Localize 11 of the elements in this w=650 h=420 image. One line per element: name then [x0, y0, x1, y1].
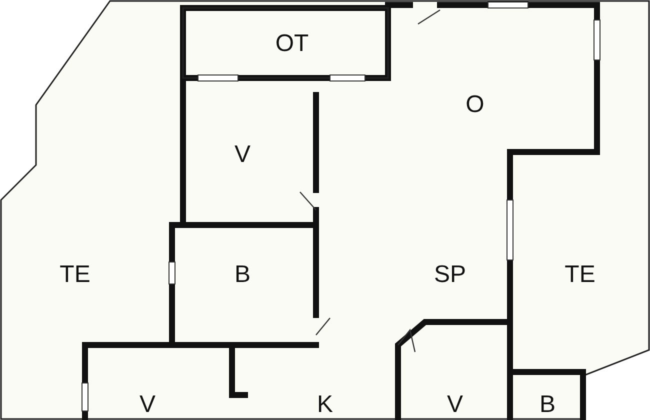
room-label: V — [446, 391, 463, 419]
room-label: K — [316, 391, 333, 419]
room-label: SP — [434, 261, 466, 289]
room-label: TE — [564, 261, 596, 289]
room-label: B — [539, 391, 556, 419]
room-label: V — [234, 141, 250, 169]
room-label: B — [234, 261, 250, 289]
room-label: OT — [275, 30, 309, 58]
room-label: TE — [60, 261, 90, 289]
room-label: V — [139, 391, 156, 419]
room-label: O — [466, 91, 484, 119]
